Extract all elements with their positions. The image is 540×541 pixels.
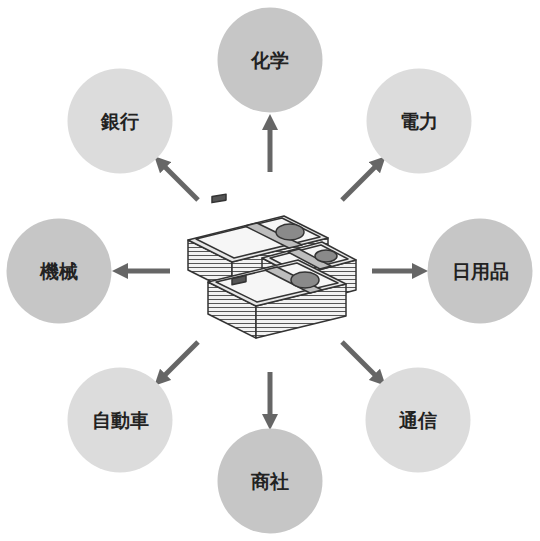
industry-label: 通信 <box>399 409 437 432</box>
circle-fill <box>428 219 533 324</box>
circle-fill <box>7 219 112 324</box>
banknote-bundle <box>208 260 346 338</box>
circle-fill <box>218 429 323 534</box>
circle-fill <box>366 368 471 473</box>
industry-circle: 機械 <box>6 218 112 324</box>
industry-circle: 銀行 <box>67 68 173 174</box>
circle-fill <box>68 368 173 473</box>
industry-label: 銀行 <box>101 110 139 133</box>
industry-label: 電力 <box>400 110 438 133</box>
circle-fill <box>218 8 323 113</box>
arrow <box>120 122 420 422</box>
industry-circle: 電力 <box>366 68 472 174</box>
circle-fill <box>68 69 173 174</box>
industry-circle: 通信 <box>365 367 471 473</box>
industry-circle: 自動車 <box>67 367 173 473</box>
industry-circle: 化学 <box>217 7 323 113</box>
industry-label: 自動車 <box>92 409 149 432</box>
industry-circle: 商社 <box>217 428 323 534</box>
industry-label: 商社 <box>251 470 289 493</box>
industry-label: 日用品 <box>452 260 509 283</box>
industry-label: 化学 <box>251 49 289 72</box>
circle-fill <box>367 69 472 174</box>
industry-label: 機械 <box>40 260 78 283</box>
industry-circle: 日用品 <box>427 218 533 324</box>
